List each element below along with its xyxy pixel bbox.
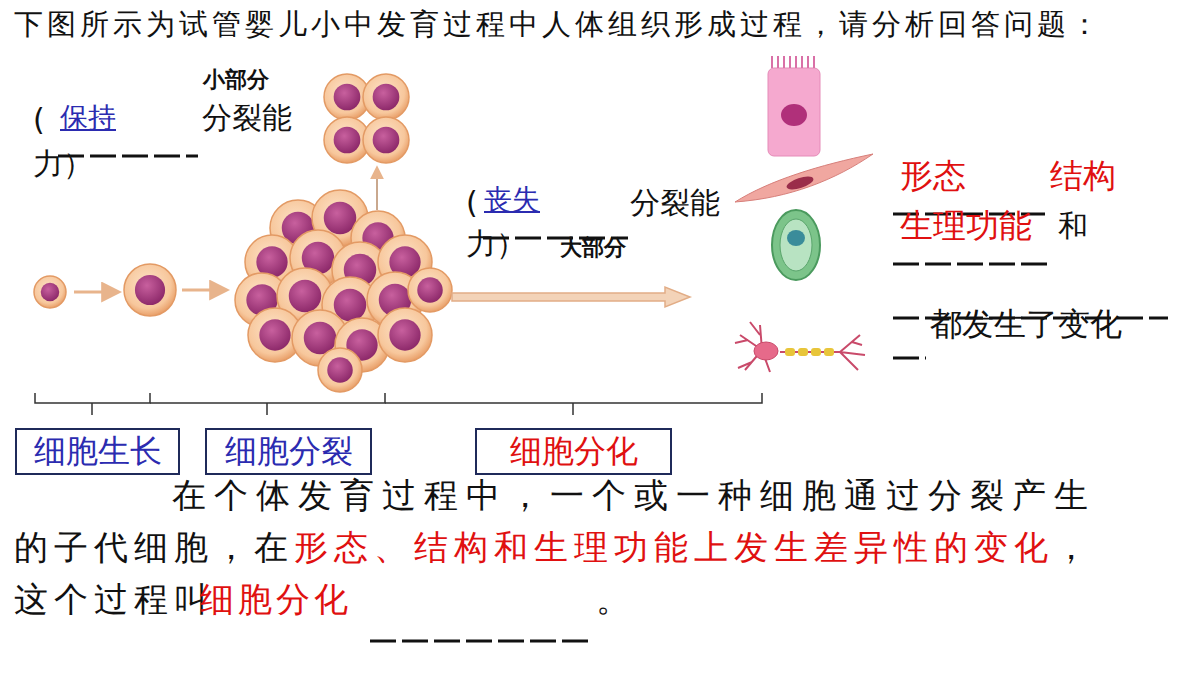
question-title: 下图所示为试管婴儿小中发育过程中人体组织形成过程，请分析回答问题： — [14, 8, 1103, 41]
blank-text: 都发生了变化 — [930, 306, 1122, 343]
differentiation-arrow — [452, 287, 690, 307]
division-arrow — [182, 289, 226, 292]
answer-text: 保持 — [60, 102, 116, 134]
stage-name: 细胞分裂 — [225, 434, 353, 469]
stage-box: 细胞生长 — [15, 428, 180, 475]
blank-text: 和 — [1058, 209, 1088, 244]
muscle-cell — [735, 154, 873, 202]
definition-text: 的子代细胞，在 — [14, 528, 294, 567]
cell — [408, 268, 452, 312]
answer-text: 丧失 — [484, 184, 540, 216]
definition-text: 在个体发育过程中，一个或一种细胞通过分裂产生 — [172, 476, 1096, 515]
cell — [318, 348, 362, 392]
neuron-cell — [735, 322, 865, 372]
answer-text: 生理功能 — [900, 207, 1032, 245]
definition-text: 。 — [596, 580, 630, 619]
definition-text: 形态、结构和生理功能上发生差异性的变化 — [294, 528, 1054, 567]
myelin-sheath — [785, 348, 834, 356]
stage-name: 细胞生长 — [34, 434, 162, 469]
bracket-text: ( — [466, 186, 478, 221]
cell — [363, 117, 409, 163]
stage-box: 细胞分裂 — [205, 428, 372, 475]
answer-text: 结构 — [1050, 157, 1116, 195]
cell — [363, 74, 409, 120]
blank-text: 力） — [33, 147, 93, 182]
cell — [124, 264, 176, 316]
answer-blank — [58, 156, 1168, 641]
stage-name: 细胞分化 — [510, 434, 638, 469]
definition-text: ， — [1054, 528, 1088, 567]
blank-text: 力） — [466, 227, 526, 262]
answer-text: 细胞分化 — [200, 580, 352, 619]
stage-bracket — [385, 393, 762, 415]
blank-text: 分裂能 — [630, 186, 720, 221]
blank-text: 分裂能 — [202, 101, 292, 136]
bracket-text: ( — [33, 103, 45, 138]
part-label: 大部分 — [560, 235, 626, 260]
up-arrow — [376, 168, 378, 210]
epithelial-cell — [768, 56, 820, 156]
part-label: 小部分 — [203, 67, 269, 92]
growth-arrow — [74, 291, 118, 294]
neuron-body — [754, 342, 778, 360]
answer-text: 形态 — [900, 157, 966, 195]
stage-box: 细胞分化 — [475, 428, 672, 475]
stage-bracket — [150, 393, 385, 415]
definition-text: 这个过程叫 — [14, 580, 214, 619]
stage-bracket — [35, 393, 150, 415]
cell — [378, 308, 432, 362]
plant-cell — [772, 210, 820, 280]
cell — [34, 276, 66, 308]
